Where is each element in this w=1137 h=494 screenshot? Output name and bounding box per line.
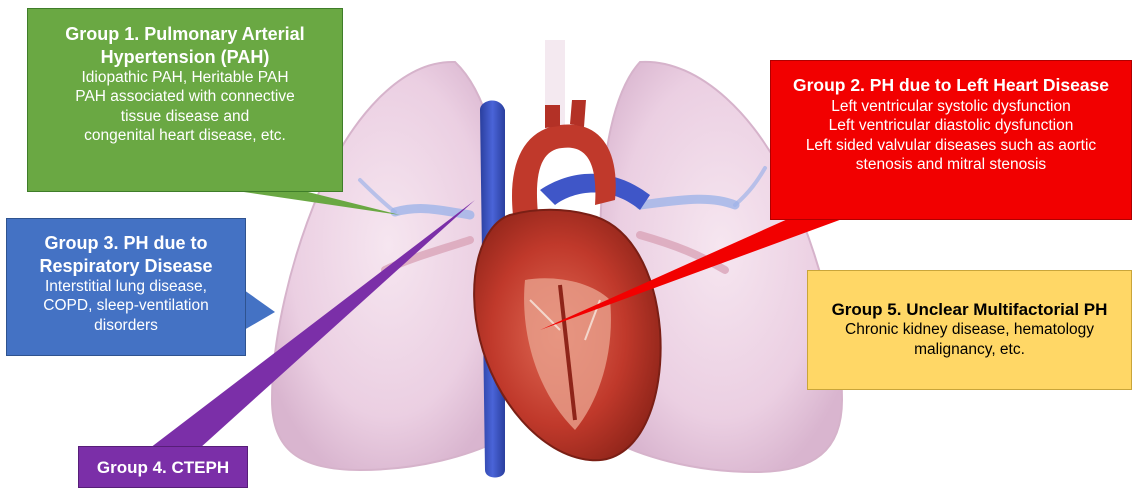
group-4-cteph-box: Group 4. CTEPH [78,446,248,488]
group-2-line: Left ventricular diastolic dysfunction [771,116,1131,135]
group-3-respiratory-box: Group 3. PH due to Respiratory Disease I… [6,218,246,356]
group-5-line: Chronic kidney disease, hematology [808,320,1131,339]
group-5-line: malignancy, etc. [808,340,1131,359]
group-1-line: congenital heart disease, etc. [28,126,342,145]
g3-pointer [244,290,275,330]
group-3-line: disorders [7,316,245,335]
group-1-title-line-2: Hypertension (PAH) [28,46,342,69]
group-3-line: Interstitial lung disease, [7,277,245,296]
group-2-line: stenosis and mitral stenosis [771,155,1131,174]
group-2-line: Left ventricular systolic dysfunction [771,97,1131,116]
group-2-title: Group 2. PH due to Left Heart Disease [771,75,1131,97]
group-1-title-line-1: Group 1. Pulmonary Arterial [28,23,342,46]
group-4-title: Group 4. CTEPH [79,457,247,478]
group-3-title-line-1: Group 3. PH due to [7,232,245,255]
group-2-line: Left sided valvular diseases such as aor… [771,136,1131,155]
group-1-line: Idiopathic PAH, Heritable PAH [28,68,342,87]
group-3-title-line-2: Respiratory Disease [7,255,245,278]
group-1-line: tissue disease and [28,107,342,126]
group-2-left-heart-box: Group 2. PH due to Left Heart Disease Le… [770,60,1132,220]
group-5-multifactorial-box: Group 5. Unclear Multifactorial PH Chron… [807,270,1132,390]
group-1-line: PAH associated with connective [28,87,342,106]
group-5-title: Group 5. Unclear Multifactorial PH [808,299,1131,320]
group-3-line: COPD, sleep-ventilation [7,296,245,315]
group-1-pah-box: Group 1. Pulmonary Arterial Hypertension… [27,8,343,192]
